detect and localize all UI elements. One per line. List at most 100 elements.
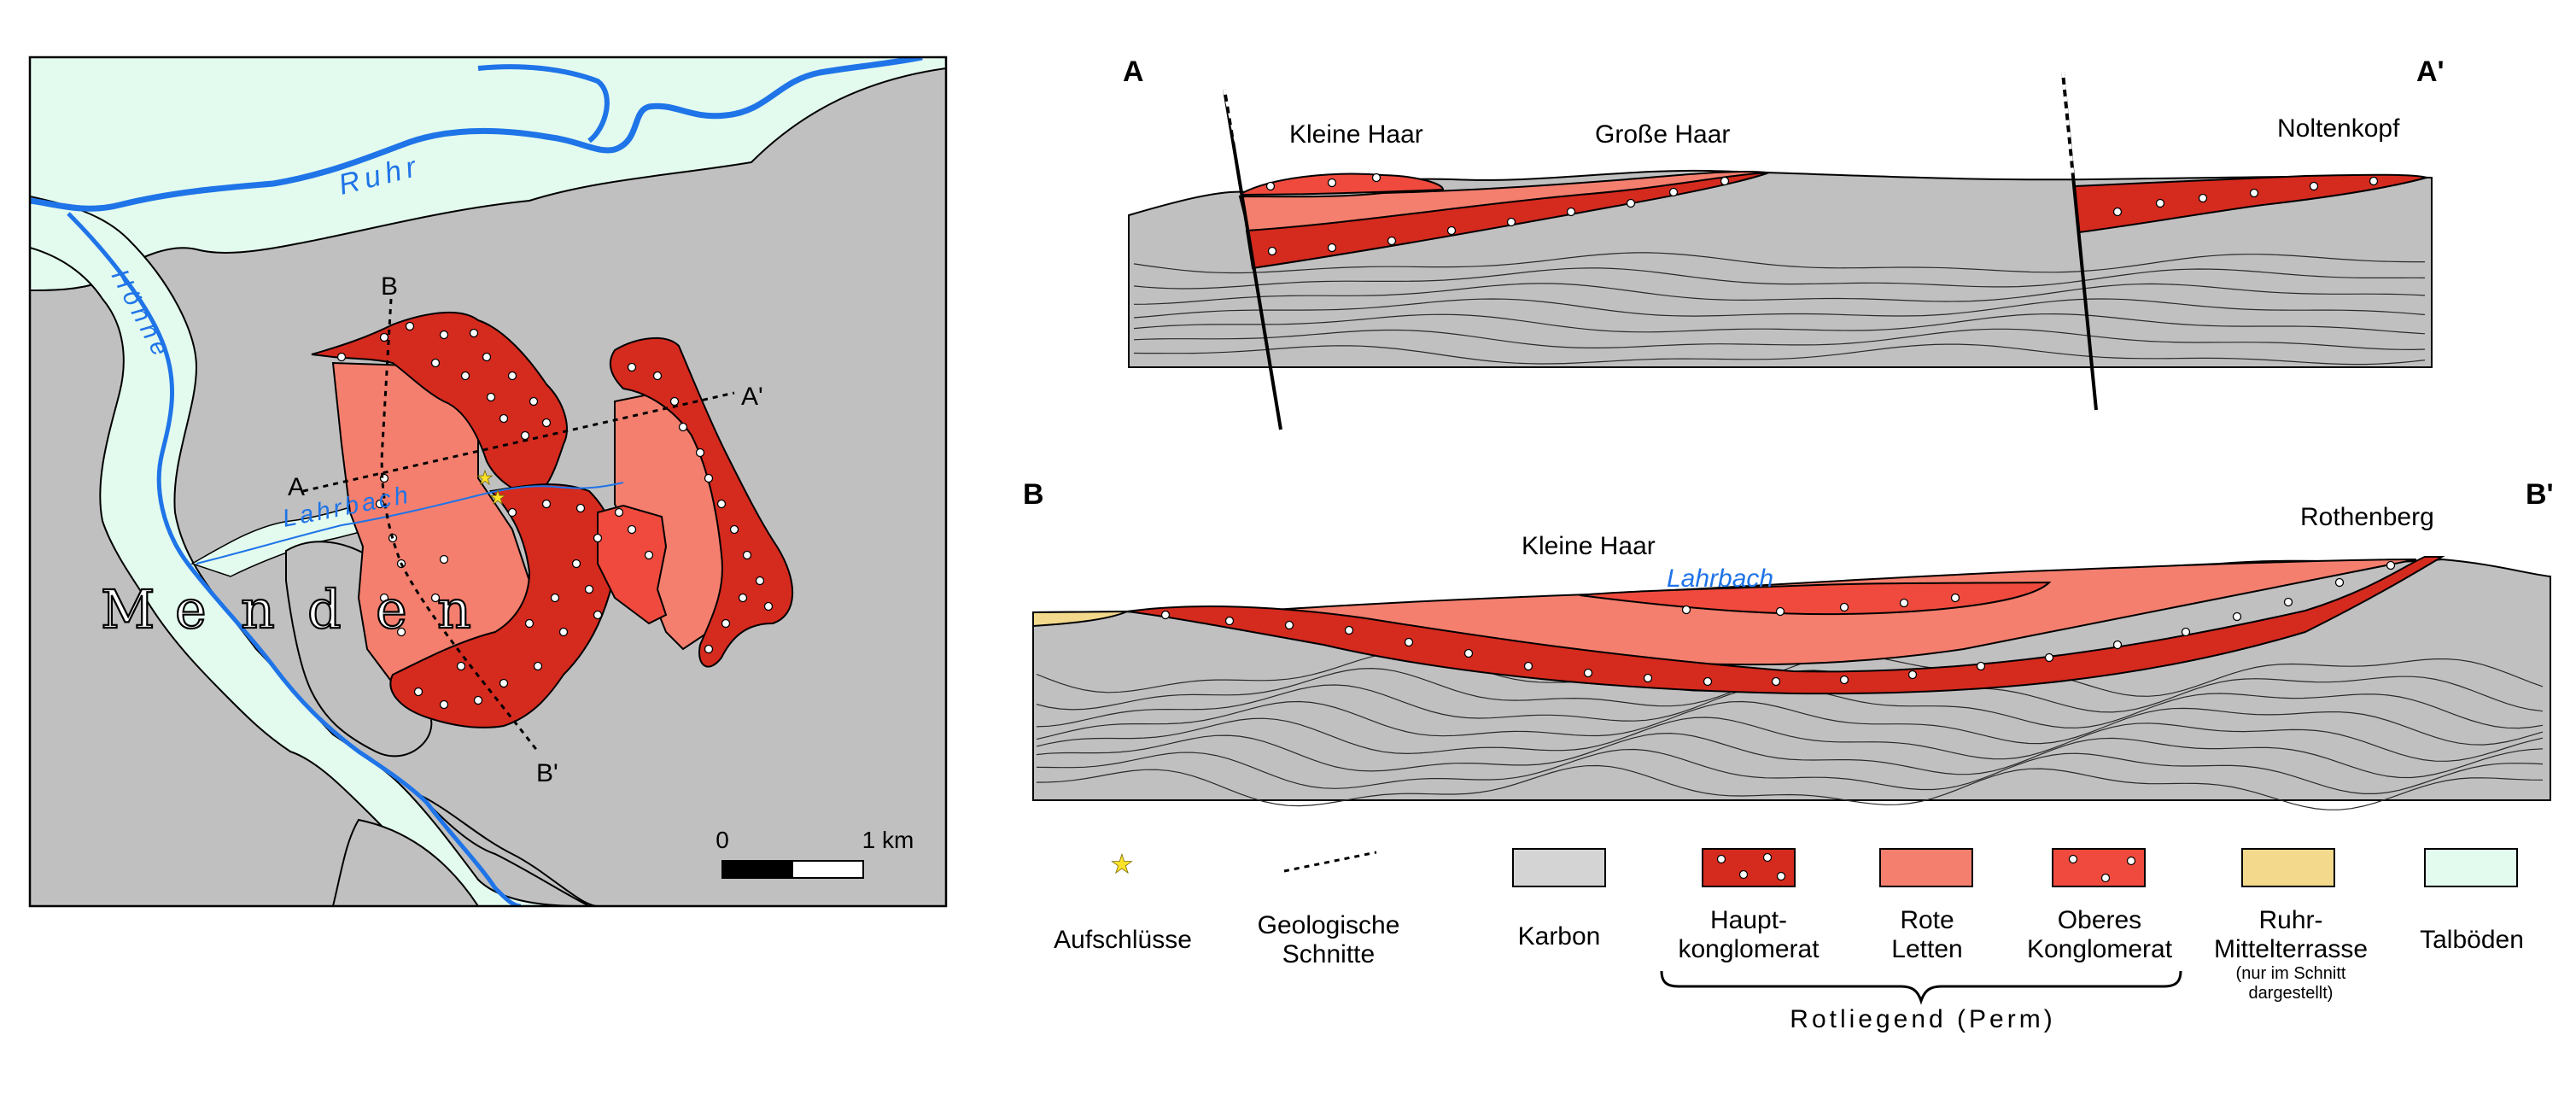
pebble	[1506, 217, 1516, 227]
pebble	[627, 362, 637, 372]
town-letter: e	[376, 578, 407, 641]
fold-line	[1036, 764, 2544, 810]
pebble	[507, 371, 517, 381]
fold-line	[1036, 651, 2544, 697]
ruhr-river	[30, 57, 923, 212]
section-b-label: B	[381, 272, 398, 301]
section-b-right-label: B'	[2526, 478, 2554, 511]
legend-swatch-hauptkonglomerat	[1702, 848, 1796, 887]
pebble	[678, 422, 688, 432]
pebble	[533, 661, 543, 671]
pebble	[716, 499, 727, 509]
section-b-pebbles	[1160, 560, 2396, 687]
section-a-noltenkopf	[2073, 173, 2430, 234]
pebble	[486, 392, 496, 402]
legend-swatch-talboeden	[2424, 848, 2518, 887]
section-line-b	[380, 298, 540, 752]
pebble	[1976, 661, 1986, 671]
pebble	[652, 371, 663, 381]
pebble	[1566, 207, 1576, 217]
legend-label-haupt-2: konglomerat	[1678, 935, 1820, 963]
pebble	[1668, 187, 1679, 197]
pebble	[2283, 597, 2293, 607]
fold-line	[1036, 732, 2544, 779]
pebble	[721, 618, 731, 629]
fold-line	[1133, 267, 2426, 290]
hoenne-river	[67, 212, 522, 906]
pebble	[2100, 873, 2111, 883]
conglomerate-pebbles	[336, 321, 774, 710]
legend-section-line	[1283, 851, 1377, 873]
pebble	[2232, 611, 2242, 622]
pebble	[405, 321, 415, 331]
pebble	[1776, 871, 1786, 881]
pebble	[1583, 668, 1593, 678]
pebble	[460, 371, 470, 381]
scale-bar: 0 1 km	[716, 827, 914, 879]
pebble	[755, 576, 765, 586]
map-frame	[28, 56, 948, 908]
legend-label-karbon: Karbon	[1518, 922, 1601, 951]
pebble	[1738, 869, 1749, 880]
fold-line	[1133, 313, 2426, 335]
town-letter: n	[241, 578, 275, 641]
pebble	[742, 550, 752, 560]
cross-section-a: A A' Kleine Haar Große Haar Noltenkopf	[1123, 56, 2445, 430]
section-b-prime-label: B'	[536, 759, 558, 787]
pebble	[763, 601, 774, 611]
karbon-south-2	[418, 793, 599, 906]
legend-label-aufschluesse: Aufschlüsse	[1054, 926, 1192, 954]
pebble	[456, 661, 466, 671]
pebble	[2181, 627, 2191, 637]
pebble	[1681, 605, 1691, 615]
town-letter: e	[175, 578, 207, 641]
pebble	[704, 473, 714, 483]
scale-end: 1 km	[862, 827, 914, 853]
pebble	[439, 699, 449, 710]
pebble	[593, 533, 603, 543]
pebble	[1160, 610, 1171, 620]
legend-label-rote-2: Letten	[1891, 935, 1962, 963]
pebble	[1907, 670, 1918, 680]
pebble	[584, 584, 594, 594]
legend-label-haupt-1: Haupt-	[1710, 906, 1787, 934]
place-kleine-haar: Kleine Haar	[1522, 532, 1656, 560]
pebble	[469, 328, 479, 338]
pebble	[2386, 560, 2396, 570]
section-a-label: A	[288, 473, 305, 501]
town-letter: d	[307, 578, 342, 641]
fold-line	[1133, 328, 2426, 351]
legend-swatch-rote-letten	[1879, 848, 1973, 887]
pebble	[336, 352, 347, 362]
pebble	[627, 524, 637, 535]
pebble	[1224, 616, 1235, 626]
pebble	[473, 695, 483, 705]
town-letter: n	[437, 578, 471, 641]
place-grosse-haar: Große Haar	[1595, 120, 1730, 149]
pebble	[695, 448, 705, 458]
rotliegend-group-label: Rotliegend (Perm)	[1790, 1005, 2055, 1033]
town-name-menden: M e n d e n	[100, 577, 472, 641]
pebble	[738, 593, 748, 603]
place-noltenkopf: Noltenkopf	[2277, 114, 2400, 143]
section-a-left-label: A	[1123, 56, 1144, 88]
legend-label-talboeden: Talböden	[2420, 926, 2524, 954]
pebble	[541, 499, 552, 509]
legend-swatch-oberes-konglomerat	[2052, 848, 2146, 887]
pebble	[507, 507, 517, 518]
pebble	[1344, 625, 1354, 635]
pebble	[644, 550, 654, 560]
lahrbach-stream	[196, 482, 624, 565]
pebble	[1371, 173, 1381, 183]
fold-line	[1036, 748, 2544, 794]
pebble	[430, 358, 441, 368]
fold-line	[1133, 298, 2426, 319]
pebble	[379, 332, 389, 342]
pebble	[1327, 178, 1337, 188]
fold-line	[1133, 343, 2426, 366]
pebble	[2198, 193, 2208, 203]
pebble	[2249, 188, 2259, 198]
pebble	[1387, 236, 1397, 246]
pebble	[1762, 852, 1773, 863]
